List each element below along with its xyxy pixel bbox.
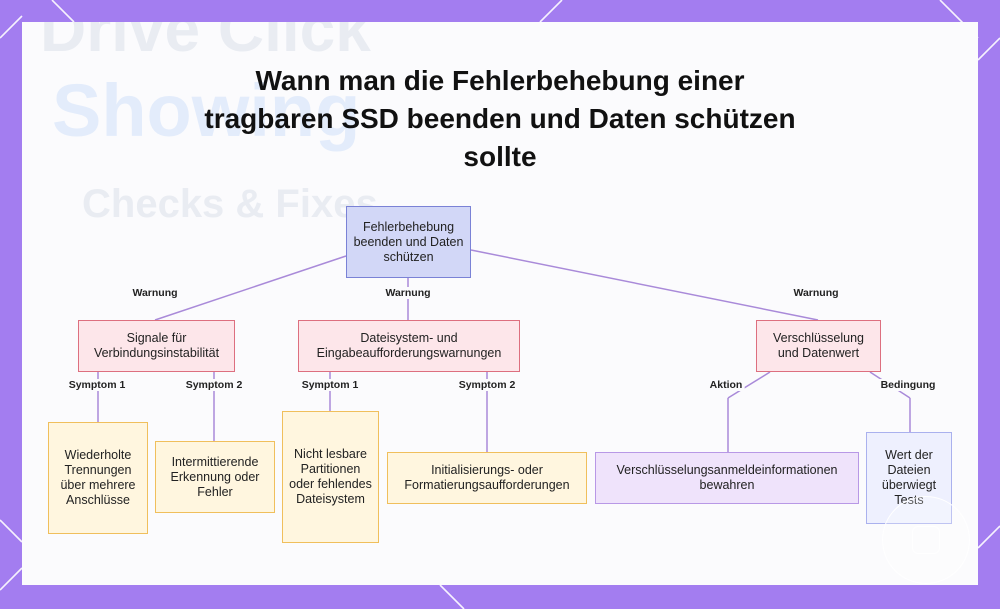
edge-label-action: Aktion [707,379,745,391]
background-text-line1: Drive Click [40,22,371,65]
node-unreadable: Nicht lesbare Partitionen oder fehlendes… [282,411,379,543]
watermark-badge-icon [912,526,940,554]
background-text-line3: Checks & Fixes [82,182,378,226]
node-intermittent: Intermittierende Erkennung oder Fehler [155,441,275,513]
node-root: Fehlerbehebung beenden und Daten schütze… [346,206,471,278]
diagram-title: Wann man die Fehlerbehebung einer tragba… [204,65,796,172]
node-signals: Signale für Verbindungsinstabilität [78,320,235,372]
edge-label-f-sym1: Symptom 1 [299,379,361,391]
watermark-badge [882,496,970,584]
node-credentials: Verschlüsselungsanmeldeinformationen bew… [595,452,859,504]
edge-root-signals [154,255,347,321]
node-filesystem: Dateisystem- und Eingabeaufforderungswar… [298,320,520,372]
edge-label-s1-sym1: Symptom 1 [66,379,128,391]
edge-root-encryption [470,249,819,321]
node-disconnects: Wiederholte Trennungen über mehrere Ansc… [48,422,148,534]
edge-label-s1-sym2: Symptom 2 [183,379,245,391]
edge-label-warn2: Warnung [383,287,433,299]
edge-encryption-credentials [727,371,771,399]
edge-label-condition: Bedingung [878,379,938,391]
background-text-line2: Showing [52,69,361,152]
node-encryption: Verschlüsselung und Datenwert [756,320,881,372]
edge-label-f-sym2: Symptom 2 [456,379,518,391]
node-init-prompts: Initialisierungs- oder Formatierungsauff… [387,452,587,504]
edge-label-warn3: Warnung [791,287,841,299]
edge-label-warn1: Warnung [130,287,180,299]
